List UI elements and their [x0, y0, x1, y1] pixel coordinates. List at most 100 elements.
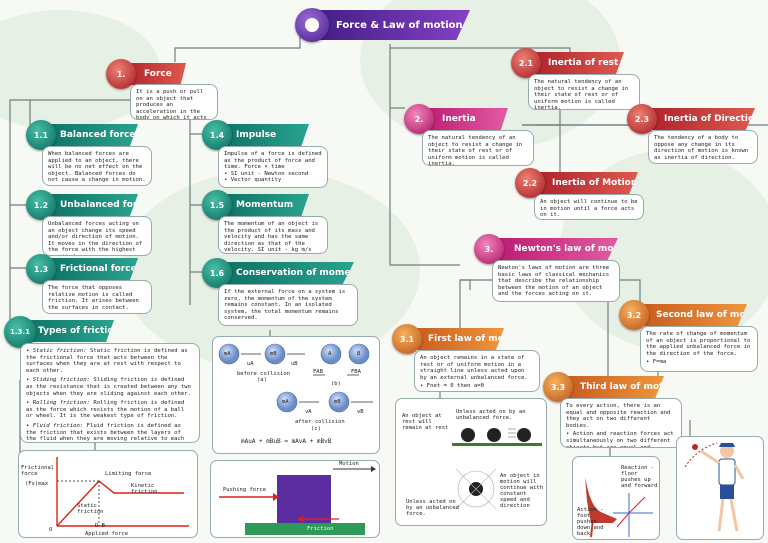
node-force-badge: 1. — [106, 59, 136, 89]
thrower-figure — [684, 442, 745, 532]
graph-fs-label: (Fs)max — [25, 481, 49, 487]
force-fba-label: FBA — [351, 369, 361, 375]
first-law-rest-label: An object at rest will remain at rest — [402, 413, 449, 431]
node-inertia-text: The natural tendency of an object to res… — [422, 130, 534, 166]
node-unbalanced-text: Unbalanced forces acting on an object ch… — [42, 216, 152, 256]
node-inertia-direction-text: The tendency of a body to oppose any cha… — [648, 130, 758, 164]
node-inertia-motion-header: Inertia of Motion — [528, 172, 638, 194]
node-types-friction-title: Types of friction — [38, 326, 120, 336]
action-label: Action - foot pushes down and back — [577, 507, 604, 537]
title-circle-icon — [305, 18, 319, 32]
motion-label: Motion — [339, 461, 359, 467]
node-types-friction-header: Types of friction — [14, 320, 114, 342]
friction-type-text: Rolling friction is defined as the force… — [26, 400, 185, 420]
friction-type-text: Fluid friction is defined as the frictio… — [26, 422, 185, 443]
node-inertia-rest-header: Inertia of rest — [524, 52, 624, 74]
node-unbalanced-num: 1.2 — [33, 200, 49, 210]
before-tag: (a) — [257, 377, 267, 383]
foot-diagram — [585, 477, 653, 538]
node-first-law-header: First law of motion — [404, 328, 504, 350]
graph-ylabel: Frictional force — [21, 465, 55, 477]
node-balanced-header: Balanced force — [38, 124, 138, 146]
collision-diagram — [218, 343, 373, 413]
first-law-diagram — [452, 428, 542, 510]
node-third-law-header: Third law of motion — [556, 376, 664, 398]
node-frictional-badge: 1.3 — [26, 254, 56, 284]
node-first-law-num: 3.1 — [399, 334, 415, 344]
reaction-label: Reaction - floor pushes up and forward — [621, 465, 658, 489]
node-unbalanced-header: Unbalanced force — [38, 194, 138, 216]
node-force-title: Force — [144, 69, 172, 79]
friction-type-item: • Sliding friction: Sliding friction is … — [26, 377, 192, 397]
first-law-text: An object remains in a state of rest or … — [420, 355, 528, 381]
node-momentum-badge: 1.5 — [202, 190, 232, 220]
node-momentum-header: Momentum — [214, 194, 309, 216]
node-unbalanced-badge: 1.2 — [26, 190, 56, 220]
node-unbalanced-title: Unbalanced force — [60, 200, 149, 210]
node-second-law-badge: 3.2 — [619, 300, 649, 330]
graph-limiting-label: Limiting force — [105, 471, 152, 477]
node-conservation-header: Conservation of momentum — [214, 262, 354, 284]
node-second-law-box: The rate of change of momentum of an obj… — [640, 326, 758, 372]
push-friction-diagram — [219, 466, 376, 535]
third-law-text: To every action, there is an equal and o… — [566, 403, 671, 429]
first-law-panel: An object at rest will remain at rest Un… — [395, 398, 547, 526]
force-fab-label: FAB — [313, 369, 323, 375]
node-momentum-text: The momentum of an object is the product… — [218, 216, 328, 254]
velocity-ua-label: uA — [247, 361, 254, 367]
graph-static-label: Static friction — [77, 503, 104, 515]
node-inertia-motion-num: 2.2 — [522, 178, 538, 188]
node-types-friction-badge: 1.3.1 — [4, 316, 36, 348]
pushing-force-label: Pushing force — [223, 487, 267, 493]
second-law-formula: • F=ma — [646, 359, 667, 366]
node-newton-header: Newton's law of motion — [488, 238, 618, 260]
node-conservation-text: If the external force on a system is zer… — [218, 284, 358, 326]
impulse-item: • SI unit - Newton second — [224, 170, 309, 177]
node-impulse-title: Impulse — [236, 130, 277, 140]
node-inertia-rest-title: Inertia of rest — [548, 58, 619, 68]
node-types-friction-num: 1.3.1 — [10, 328, 30, 336]
node-inertia-rest-num: 2.1 — [518, 58, 534, 68]
node-inertia-badge: 2. — [404, 104, 434, 134]
impulse-item: • Vector quantity — [224, 177, 282, 184]
node-inertia-title: Inertia — [442, 114, 476, 124]
impulse-item-text: Vector quantity — [230, 177, 282, 184]
graph-db-label: D B — [95, 523, 105, 529]
node-inertia-direction-num: 2.3 — [634, 114, 650, 124]
friction-type-label: Rolling friction: — [32, 400, 91, 407]
node-inertia-motion-text: An object will continue to be in motion … — [534, 194, 644, 220]
main-title: Force & Law of motion — [336, 19, 463, 31]
mass-b-label: mB — [270, 351, 277, 357]
node-first-law-box: An object remains in a state of rest or … — [414, 350, 540, 392]
node-newton-num: 3. — [484, 244, 494, 254]
after-tag: (c) — [311, 426, 321, 432]
title-badge — [295, 8, 329, 42]
node-momentum-title: Momentum — [236, 200, 294, 210]
collision-panel: mA mB uA uB A B FAB FBA before collision… — [212, 336, 380, 454]
friction-graph — [56, 457, 189, 527]
node-second-law-title: Second law of motion — [656, 310, 766, 320]
third-law-item: • Action and reaction forces act simulta… — [566, 431, 676, 447]
node-force-text: It is a push or pull on an object that p… — [130, 84, 218, 120]
node-balanced-badge: 1.1 — [26, 120, 56, 150]
node-force-num: 1. — [116, 69, 126, 79]
graph-xlabel: Applied force — [85, 531, 129, 537]
friction-type-label: Fluid friction: — [32, 422, 84, 429]
node-balanced-num: 1.1 — [33, 130, 49, 140]
node-third-law-num: 3.3 — [550, 382, 566, 392]
ball-a-label: A — [328, 351, 332, 357]
node-inertia-motion-badge: 2.2 — [515, 168, 545, 198]
friction-type-text: Sliding friction is defined as the resis… — [26, 377, 192, 397]
node-first-law-badge: 3.1 — [392, 324, 422, 354]
second-law-figure-panel — [676, 436, 764, 540]
friction-type-item: • Fluid friction: Fluid friction is defi… — [26, 422, 194, 443]
conservation-equation: mAuA + mBuB = mAvA + mBvB — [241, 438, 332, 445]
friction-type-label: Sliding friction: — [32, 377, 91, 384]
node-inertia-header: Inertia — [418, 108, 508, 130]
node-inertia-motion-title: Inertia of Motion — [552, 178, 638, 188]
friction-label: Friction — [307, 526, 334, 532]
node-conservation-title: Conservation of momentum — [236, 268, 377, 278]
node-newton-text: Newton's laws of motion are three basic … — [492, 260, 620, 302]
graph-kinetic-label: Kinetic friction — [131, 483, 158, 495]
